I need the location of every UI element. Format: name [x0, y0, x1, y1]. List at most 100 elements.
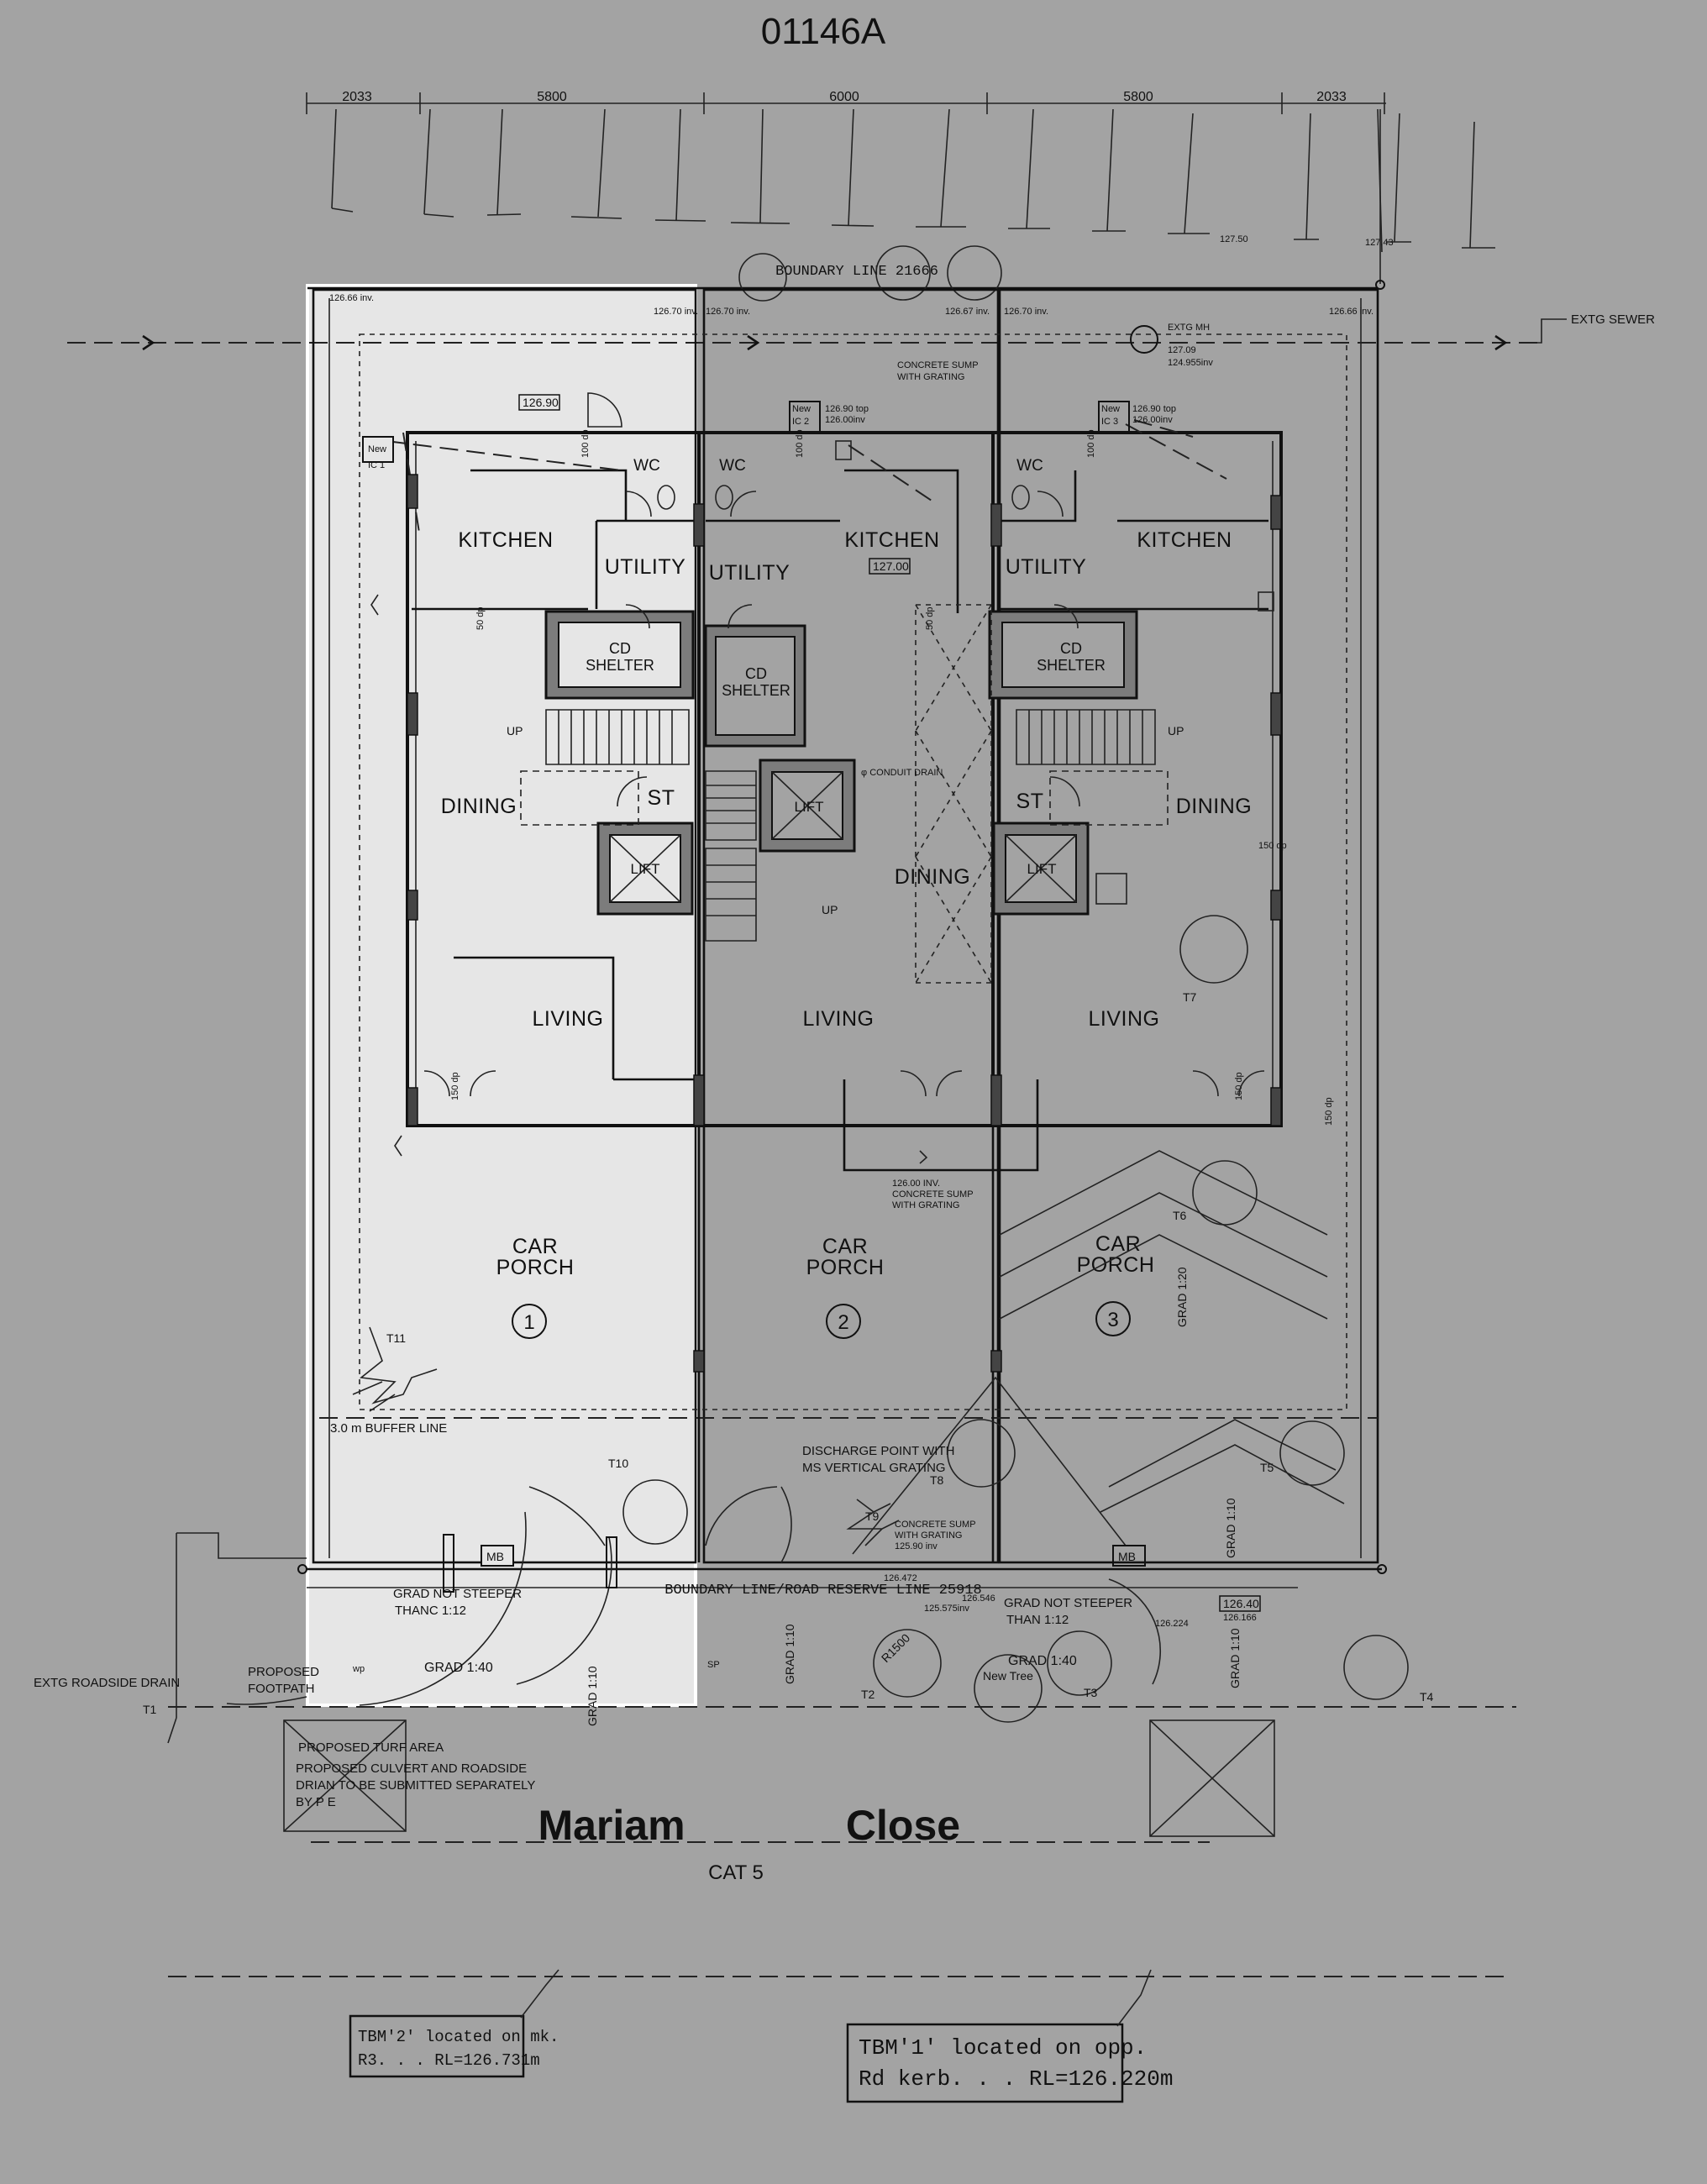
dp-150-u3-b: 150 dp [1258, 841, 1287, 851]
u1-living: LIVING [533, 1007, 604, 1031]
u2-wc: WC [719, 457, 746, 475]
u2-kitchen: KITCHEN [844, 528, 939, 552]
tree-t1: T1 [143, 1703, 157, 1716]
u3-wc: WC [1016, 457, 1043, 475]
u3-porch: PORCH [1077, 1253, 1155, 1277]
sump-bot-line-3: 125.90 inv [895, 1541, 938, 1551]
dp-100-u1: 100 dp [580, 429, 591, 458]
u2-shelter: SHELTER [722, 682, 790, 699]
tree-t9: T9 [865, 1509, 880, 1523]
road-name-1: Mariam [538, 1802, 685, 1849]
buffer-line-label: 3.0 m BUFFER LINE [330, 1421, 447, 1436]
level-inv-u3: 126.00inv [1132, 415, 1173, 425]
sump-top-label-2: WITH GRATING [897, 372, 964, 382]
u1-shelter: SHELTER [586, 657, 654, 674]
level-12640: 126.40 [1223, 1597, 1259, 1610]
dim-1: 2033 [342, 90, 372, 104]
u3-st: ST [1016, 790, 1044, 813]
turf-line-3: DRIAN TO BE SUBMITTED SEPARATELY [296, 1778, 535, 1793]
cd-shelters [544, 610, 1138, 748]
unit-3-grade-chevrons [999, 1150, 1345, 1513]
u3-living: LIVING [1089, 1007, 1160, 1031]
up-u3: UP [1168, 724, 1184, 738]
unit-1-rooms: WC KITCHEN UTILITY CD SHELTER DINING ST … [441, 457, 686, 1339]
level-12743: 127.43 [1365, 238, 1394, 248]
sump-bot-line-2: WITH GRATING [895, 1530, 962, 1541]
grad-120: GRAD 1:20 [1175, 1267, 1189, 1327]
unit-2-driveway [852, 1376, 1127, 1555]
u2-living: LIVING [803, 1007, 875, 1031]
boundary-bottom: BOUNDARY LINE/ROAD RESERVE LINE 25918 [297, 1564, 1387, 1599]
grad-110-d: GRAD 1:10 [1228, 1628, 1242, 1688]
u2-number: 2 [838, 1311, 848, 1334]
ic1-new: New [368, 444, 386, 454]
up-u2: UP [822, 903, 838, 916]
trees [352, 915, 1409, 1723]
dimension-line: 2033 5800 6000 5800 2033 [306, 90, 1386, 114]
category-label: CAT 5 [708, 1861, 764, 1884]
sump-bot-line-1: CONCRETE SUMP [895, 1520, 976, 1530]
sump-mid-label-2: CONCRETE SUMP [892, 1189, 974, 1200]
dp-150-u3: 150 dp [1234, 1072, 1244, 1100]
grad-not-steeper-2: THANC 1:12 [395, 1604, 466, 1618]
extg-sewer-line: EXTG SEWER [67, 312, 1655, 351]
u1-utility: UTILITY [605, 555, 686, 579]
up-u1: UP [507, 724, 523, 738]
u1-cd: CD [609, 640, 631, 657]
u1-lift: LIFT [631, 861, 660, 877]
road-name-2: Close [846, 1802, 960, 1849]
level-12750: 127.50 [1220, 234, 1248, 244]
boundary-bottom-label: BOUNDARY LINE/ROAD RESERVE LINE 25918 [664, 1583, 981, 1599]
u3-dining: DINING [1176, 795, 1253, 818]
inspection-chambers: New IC 1 New IC 2 New IC 3 [362, 325, 1158, 470]
grad-not-steeper-3: GRAD NOT STEEPER [1004, 1596, 1132, 1610]
u1-wc: WC [633, 457, 660, 475]
u1-st: ST [648, 786, 675, 810]
hatch-box [1149, 1719, 1275, 1837]
new-tree-label: New Tree [983, 1669, 1033, 1683]
extg-sewer-label: EXTG SEWER [1571, 312, 1655, 327]
interior-partitions [412, 469, 1268, 613]
u3-lift: LIFT [1027, 861, 1057, 877]
mb-u3: MB [1118, 1550, 1136, 1563]
tbm-1: TBM'1' located on opp. Rd kerb. . . RL=1… [846, 1969, 1173, 2103]
ic2-new: New [792, 404, 811, 414]
tree-labels: T1 T2 T3 T4 T5 T6 T7 T8 T9 T10 T11 [143, 990, 1434, 1716]
boundary-top-label: BOUNDARY LINE 21666 [775, 264, 938, 280]
tree-t3: T3 [1084, 1686, 1098, 1699]
turf-line-2: PROPOSED CULVERT AND ROADSIDE [296, 1761, 527, 1776]
level-125575: 125.575inv [924, 1604, 969, 1614]
u2-car: CAR [822, 1235, 868, 1258]
grad-140-b: GRAD 1:40 [1008, 1654, 1077, 1668]
level-126224: 126.224 [1155, 1619, 1189, 1629]
level-12700: 127.00 [873, 559, 909, 573]
void-area [915, 604, 992, 984]
dim-3: 6000 [829, 90, 859, 104]
level-top-u2: 126.90 top [825, 404, 869, 414]
dp-100-u2: 100 dp [795, 429, 805, 458]
grad-110-c: GRAD 1:10 [1224, 1498, 1237, 1558]
tbm1-line-1: TBM'1' located on opp. [859, 2035, 1147, 2061]
dp-50-u2: 50 dp [925, 606, 935, 630]
unit-2-drain-path [843, 1079, 1039, 1172]
columns [407, 474, 1282, 1373]
sump-mid-label-3: WITH GRATING [892, 1200, 959, 1210]
unit-1-drain-path [454, 956, 699, 1081]
misc-marks [370, 594, 1127, 1164]
u2-lift: LIFT [795, 799, 824, 815]
tree-t6: T6 [1173, 1209, 1187, 1222]
level-12670-b: 126.70 inv. [706, 307, 750, 317]
tree-t2: T2 [861, 1688, 875, 1701]
staircases [520, 709, 1169, 942]
dim-5: 2033 [1316, 90, 1347, 104]
tbm1-line-2: Rd kerb. . . RL=126.220m [859, 2066, 1173, 2092]
u1-number: 1 [523, 1311, 534, 1334]
level-12690: 126.90 [523, 396, 559, 409]
r1500-label: R1500 [879, 1630, 913, 1665]
door-swings [423, 392, 1265, 1097]
dp-100-u3: 100 dp [1086, 429, 1096, 458]
u1-kitchen: KITCHEN [458, 528, 553, 552]
level-inv-u2: 126.00inv [825, 415, 865, 425]
u1-dining: DINING [441, 795, 517, 818]
level-126546: 126.546 [962, 1593, 995, 1604]
